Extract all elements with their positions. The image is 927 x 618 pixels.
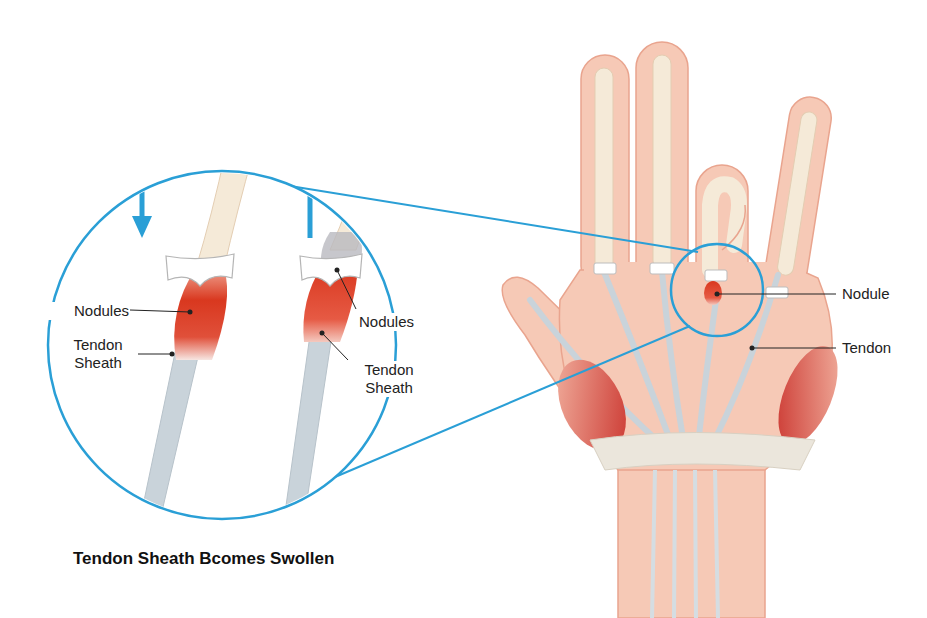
tendon-lower xyxy=(284,335,332,520)
part-label: Nodules xyxy=(28,302,130,320)
finger-tendon xyxy=(653,55,671,270)
bent-finger-fold xyxy=(722,205,745,250)
leader-lines xyxy=(130,270,836,360)
tendon-lower xyxy=(140,348,200,520)
carpal-ligament xyxy=(590,433,815,471)
part-label: Nodule xyxy=(841,285,923,303)
index-finger xyxy=(581,55,629,290)
part-label: Tendon Sheath xyxy=(58,336,138,372)
arrow-head xyxy=(300,168,320,190)
wrist-tendons xyxy=(652,470,718,618)
hypothenar-muscle xyxy=(766,338,849,452)
finger-tendon xyxy=(776,111,818,276)
part-label: Nodules xyxy=(358,313,430,331)
pulley xyxy=(300,254,362,286)
tendon-upper xyxy=(196,150,254,268)
middle-finger xyxy=(636,42,688,292)
part-label: Tendon xyxy=(841,339,923,357)
zoom-content xyxy=(132,150,394,520)
leader-dots xyxy=(170,268,755,357)
arrow-down xyxy=(140,168,145,220)
palm-cover xyxy=(584,262,806,278)
finger-tendon xyxy=(595,68,613,273)
arrow-up xyxy=(308,186,313,238)
caption: Tendon Sheath Bcomes Swollen xyxy=(73,549,334,569)
pulley xyxy=(166,254,234,286)
arrow-head xyxy=(132,216,152,238)
nodule xyxy=(704,281,722,305)
hand xyxy=(502,42,850,618)
part-label: Tendon Sheath xyxy=(350,361,428,397)
bent-finger-tendon xyxy=(710,184,739,270)
zoom-small-circle xyxy=(671,244,763,336)
